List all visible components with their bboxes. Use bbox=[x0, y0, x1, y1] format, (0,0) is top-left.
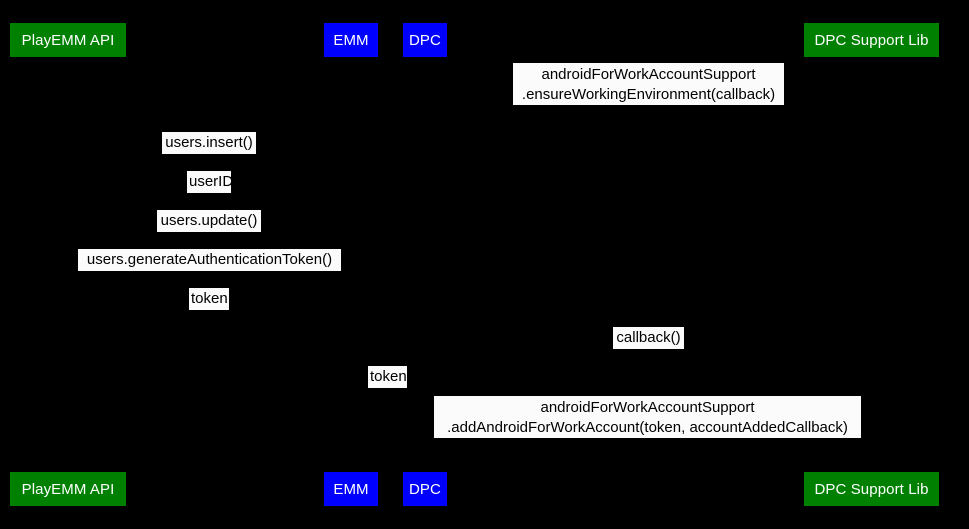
arrow-callback bbox=[425, 349, 871, 350]
participant-playemm-api-bottom[interactable]: PlayEMM API bbox=[10, 472, 126, 506]
lifeline-dpc bbox=[425, 57, 426, 472]
arrow-add-android-for-work-account bbox=[425, 438, 871, 439]
participant-label: PlayEMM API bbox=[21, 31, 115, 49]
participant-label: EMM bbox=[333, 480, 369, 498]
message-label-add-android-for-work-account: androidForWorkAccountSupport .addAndroid… bbox=[434, 396, 861, 438]
participant-dpc-support-lib-top[interactable]: DPC Support Lib bbox=[804, 23, 939, 57]
arrow-user-id bbox=[68, 193, 351, 194]
participant-dpc-top[interactable]: DPC bbox=[403, 23, 447, 57]
arrow-ensure-working-environment bbox=[425, 105, 871, 106]
message-label-token-to-dpc: token bbox=[368, 366, 407, 388]
participant-label: DPC Support Lib bbox=[814, 31, 929, 49]
message-label-token-to-emm: token bbox=[189, 288, 229, 310]
participant-label: PlayEMM API bbox=[21, 480, 115, 498]
participant-label: DPC bbox=[409, 480, 441, 498]
lifeline-playemm bbox=[68, 57, 69, 472]
participant-label: EMM bbox=[333, 31, 369, 49]
lifeline-dpclib bbox=[871, 57, 872, 472]
participant-dpc-support-lib-bottom[interactable]: DPC Support Lib bbox=[804, 472, 939, 506]
message-label-users-update: users.update() bbox=[157, 210, 261, 232]
participant-playemm-api-top[interactable]: PlayEMM API bbox=[10, 23, 126, 57]
message-label-user-id: userID bbox=[187, 171, 233, 193]
message-label-callback: callback() bbox=[613, 327, 684, 349]
lifeline-emm bbox=[351, 57, 352, 472]
participant-dpc-bottom[interactable]: DPC bbox=[403, 472, 447, 506]
participant-label: DPC Support Lib bbox=[814, 480, 929, 498]
participant-emm-bottom[interactable]: EMM bbox=[324, 472, 378, 506]
arrow-generate-authentication-token bbox=[68, 271, 351, 272]
arrow-users-update bbox=[68, 232, 351, 233]
message-label-ensure-working-environment: androidForWorkAccountSupport .ensureWork… bbox=[513, 63, 784, 105]
message-label-users-insert: users.insert() bbox=[162, 132, 256, 154]
participant-label: DPC bbox=[409, 31, 441, 49]
arrow-token-to-dpc bbox=[351, 388, 425, 389]
arrow-users-insert bbox=[68, 154, 351, 155]
message-label-generate-authentication-token: users.generateAuthenticationToken() bbox=[78, 249, 341, 271]
arrow-token-to-emm bbox=[68, 310, 351, 311]
participant-emm-top[interactable]: EMM bbox=[324, 23, 378, 57]
